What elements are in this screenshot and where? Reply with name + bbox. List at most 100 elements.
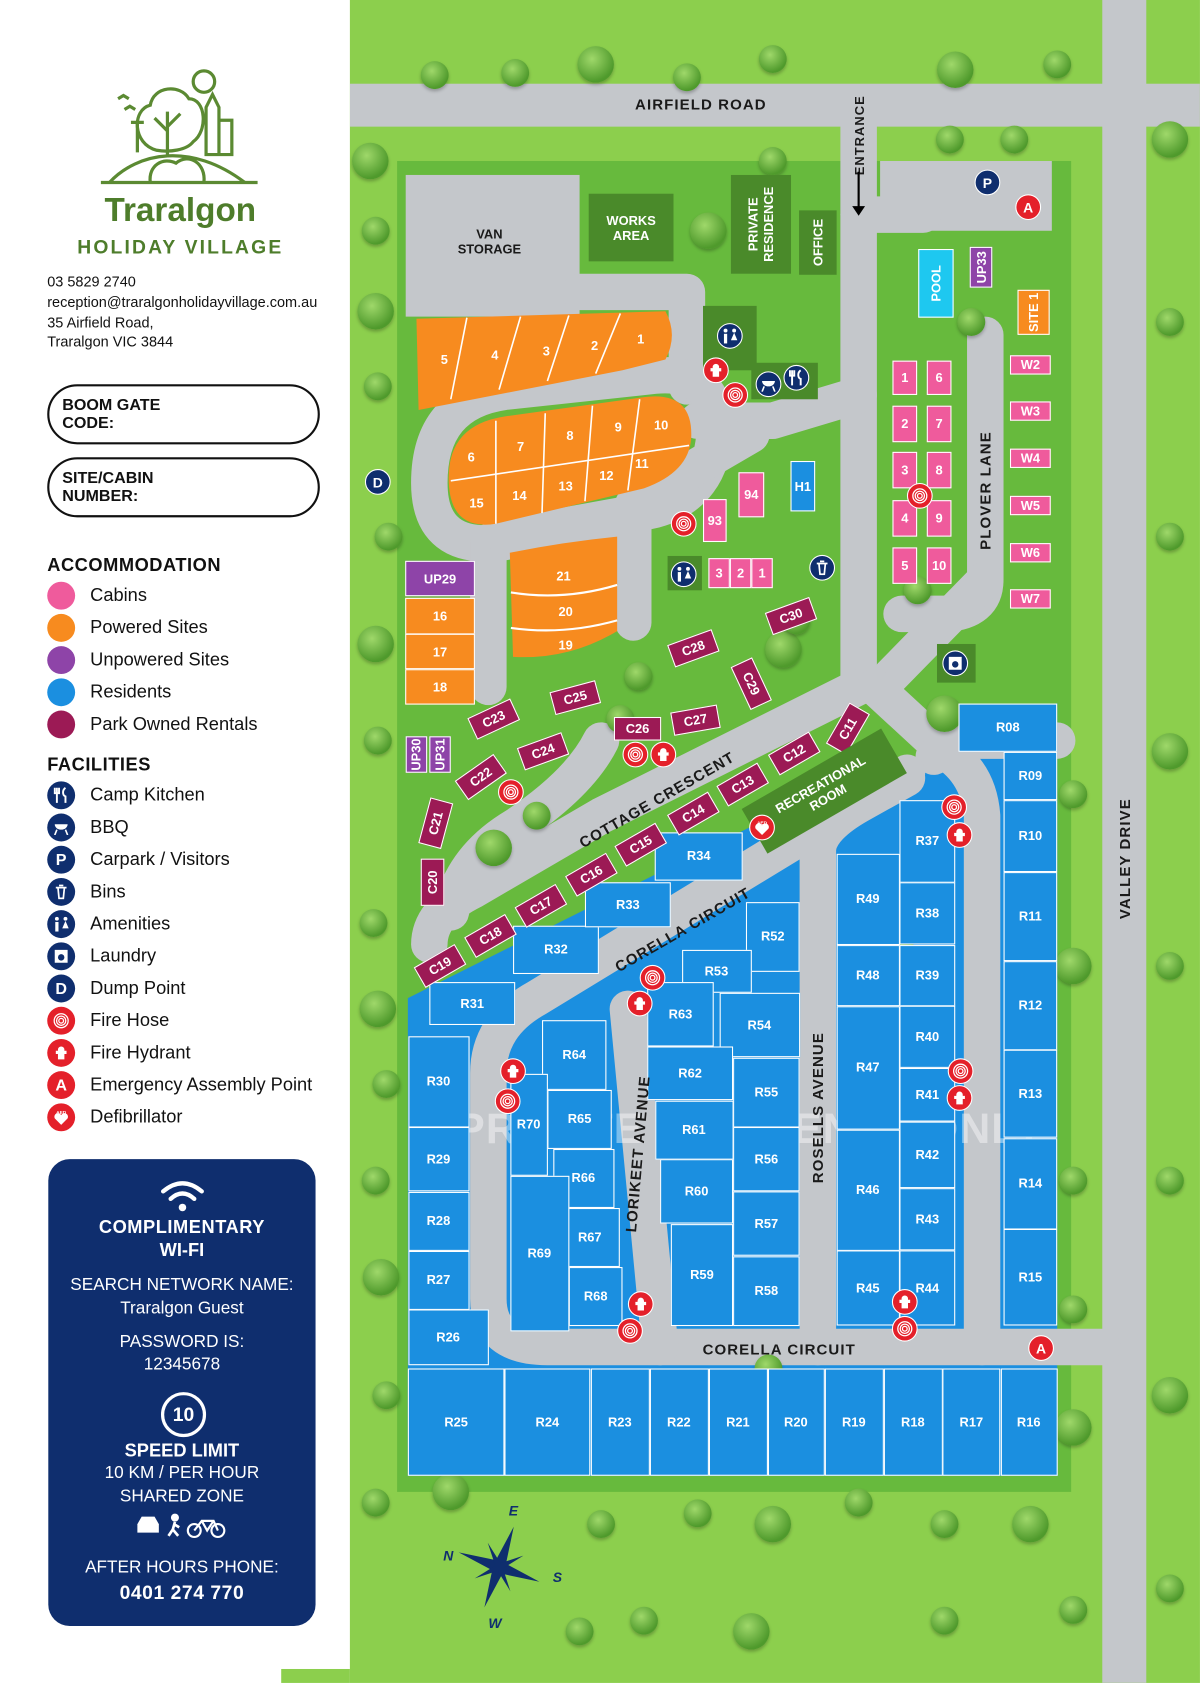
powered-site-lot[interactable]: 1 [637,331,645,347]
resident-lot[interactable]: R19 [824,1368,884,1476]
powered-site-lot[interactable]: 12 [599,467,614,483]
resident-lot[interactable]: R52 [745,901,800,972]
powered-site-lot[interactable]: 5 [440,352,448,368]
resident-lot[interactable]: R24 [504,1368,591,1476]
rental-lot[interactable]: C28 [667,629,720,668]
resident-lot[interactable]: R38 [899,882,956,945]
resident-lot[interactable]: R20 [767,1368,825,1476]
cabin-lot[interactable]: W5 [1009,495,1051,516]
resident-lot[interactable]: R68 [568,1266,623,1326]
resident-lot[interactable]: R18 [883,1368,943,1476]
rental-lot[interactable]: C24 [516,732,570,771]
rental-lot[interactable]: C23 [467,698,521,740]
resident-lot[interactable]: R39 [899,944,956,1006]
cabin-lot[interactable]: 3 [708,558,730,589]
resident-lot[interactable]: R40 [899,1005,956,1068]
hose-icon[interactable] [494,1088,521,1115]
powered-site-lot[interactable]: 13 [558,478,573,494]
resident-lot[interactable]: R13 [1003,1049,1058,1138]
powered-site-lot[interactable]: 16 [405,597,475,635]
cabin-lot[interactable]: 7 [926,405,952,443]
powered-site-lot[interactable]: 15 [469,495,484,511]
dump-icon[interactable]: D [364,469,391,495]
resident-lot[interactable]: R26 [407,1309,489,1366]
resident-lot[interactable]: R34 [654,831,743,881]
hose-icon[interactable] [947,1058,974,1085]
resident-lot[interactable]: R48 [836,944,900,1006]
resident-lot[interactable]: R21 [708,1368,768,1476]
hydrant-icon[interactable] [500,1058,526,1085]
resident-lot[interactable]: R63 [647,982,714,1047]
cabin-lot[interactable]: W6 [1009,543,1051,563]
powered-site-lot[interactable]: 21 [556,568,571,584]
resident-lot[interactable]: R59 [670,1223,734,1326]
bin-icon[interactable] [809,554,836,581]
cabin-lot[interactable]: 1 [751,558,773,589]
hydrant-icon[interactable] [627,1291,654,1317]
resident-lot[interactable]: R25 [407,1368,505,1476]
resident-lot[interactable]: R31 [429,982,516,1026]
resident-lot[interactable]: R27 [407,1250,470,1310]
resident-lot[interactable]: R11 [1003,871,1058,961]
powered-site-lot[interactable]: 3 [542,343,550,359]
resident-lot[interactable]: R56 [733,1126,800,1192]
powered-site-lot[interactable]: 20 [558,604,573,620]
resident-lot[interactable]: R70 [509,1073,548,1176]
cabin-lot[interactable]: 94 [738,472,765,518]
hose-icon[interactable] [906,482,933,509]
unpowered-site-lot[interactable]: UP33 [969,246,993,288]
resident-lot[interactable]: R22 [649,1368,709,1476]
resident-lot[interactable]: R58 [733,1255,800,1326]
hose-icon[interactable] [891,1315,918,1342]
powered-site-lot[interactable]: 19 [558,637,573,653]
powered-site-lot[interactable]: 9 [614,419,622,435]
cabin-lot[interactable]: W3 [1009,401,1051,421]
cabin-lot[interactable]: 8 [926,451,952,489]
cabin-lot[interactable]: W4 [1009,448,1051,468]
hose-icon[interactable] [722,382,749,408]
cabin-lot[interactable]: 5 [892,547,918,584]
resident-lot[interactable]: R14 [1003,1137,1058,1229]
h1-lot[interactable]: H1 [790,460,816,512]
resident-lot[interactable]: R69 [509,1175,569,1331]
contact-phone[interactable]: 03 5829 2740 [47,273,136,290]
hose-icon[interactable] [617,1318,643,1344]
hose-icon[interactable] [941,794,968,821]
powered-site-lot[interactable]: 10 [653,417,669,433]
resident-lot[interactable]: R30 [407,1035,470,1127]
hydrant-icon[interactable] [891,1289,918,1315]
powered-site-lot[interactable]: 14 [512,488,527,504]
rental-lot[interactable]: C17 [514,883,568,928]
hose-icon[interactable] [670,510,697,537]
cabin-lot[interactable]: W2 [1009,355,1051,375]
resident-lot[interactable]: R47 [836,1005,900,1130]
powered-site-lot[interactable]: 7 [516,438,525,455]
resident-lot[interactable]: R64 [542,1019,607,1090]
powered-site-lot[interactable]: 11 [635,456,649,472]
resident-lot[interactable]: R57 [733,1191,800,1256]
after-hours-phone[interactable]: 0401 274 770 [119,1582,245,1604]
resident-lot[interactable]: R43 [899,1188,956,1251]
hose-icon[interactable] [639,964,666,991]
resident-lot[interactable]: R55 [733,1057,800,1127]
amenities-icon[interactable] [716,323,743,349]
hydrant-icon[interactable] [946,822,973,848]
cabin-lot[interactable]: 1 [892,360,918,395]
powered-site-lot[interactable]: 4 [491,347,499,363]
assembly-icon[interactable]: A [1028,1335,1054,1361]
powered-site-lot[interactable]: 18 [405,669,475,705]
cabin-lot[interactable]: 93 [703,499,727,543]
amenities-icon[interactable] [670,561,697,588]
resident-lot[interactable]: R15 [1003,1228,1058,1326]
resident-lot[interactable]: R10 [1003,799,1058,872]
hose-icon[interactable] [498,779,524,805]
resident-lot[interactable]: R33 [584,882,671,928]
unpowered-site-lot[interactable]: UP30 [405,736,428,773]
hydrant-icon[interactable] [626,990,653,1017]
rental-lot[interactable]: C25 [549,680,602,716]
resident-lot[interactable]: R17 [942,1368,1001,1476]
laundry-icon[interactable] [942,650,969,677]
resident-lot[interactable]: R62 [647,1046,734,1101]
resident-lot[interactable]: R42 [899,1121,956,1189]
rental-lot[interactable]: C27 [670,704,721,736]
